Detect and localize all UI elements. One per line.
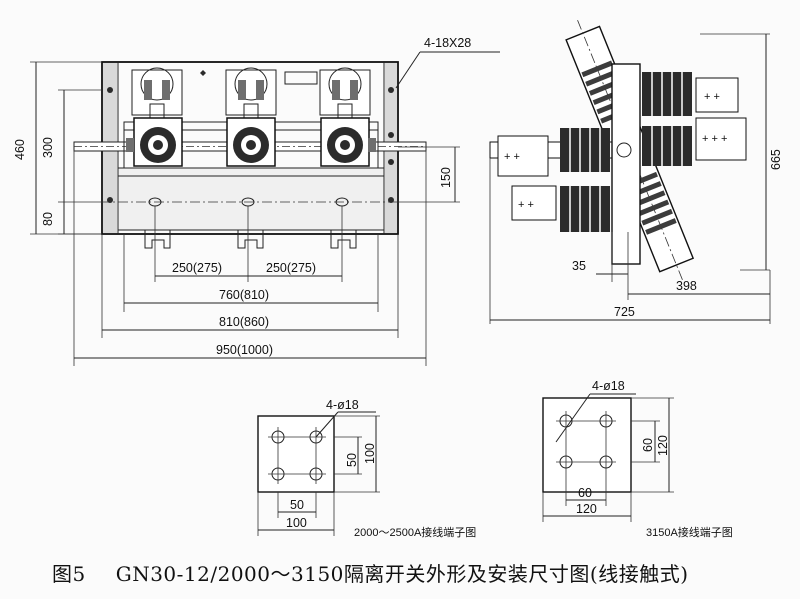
technical-drawing: 4-18X28 460 300 80 150 250(275) 250(275)… xyxy=(13,20,783,539)
small-terminal-holes: 4-ø18 xyxy=(326,398,359,412)
figure-title: GN30-12/2000～3150隔离开关外形及安装尺寸图(线接触式) xyxy=(115,562,689,586)
svg-text:+ + +: + + + xyxy=(702,133,727,145)
svg-text:+ +: + + xyxy=(504,151,520,163)
dim-height-300: 300 xyxy=(41,137,55,158)
dim-side-398: 398 xyxy=(676,279,697,293)
large-terminal-v120: 120 xyxy=(656,435,670,456)
dim-height-80: 80 xyxy=(41,212,55,226)
large-terminal-h60: 60 xyxy=(578,486,592,500)
front-view: 4-18X28 460 300 80 150 250(275) 250(275)… xyxy=(13,36,500,366)
pole-3 xyxy=(319,67,376,167)
large-terminal-h120: 120 xyxy=(576,502,597,516)
pole-2 xyxy=(225,67,277,167)
terminal-3150: 4-ø18 60 120 60 120 3150A接线端子图 xyxy=(542,379,733,539)
pole-1 xyxy=(126,67,183,167)
small-terminal-v100: 100 xyxy=(363,443,377,464)
dim-height-150: 150 xyxy=(439,167,453,188)
terminal-2000-2500: 4-ø18 50 100 50 100 2000～2500A接线端子图 xyxy=(257,398,476,539)
dim-side-665: 665 xyxy=(769,149,783,170)
side-view: + + + + + + + xyxy=(489,20,783,324)
svg-text:+ +: + + xyxy=(704,91,720,103)
dim-side-35: 35 xyxy=(572,259,586,273)
dim-width-760: 760(810) xyxy=(219,288,269,302)
small-terminal-caption: 2000～2500A接线端子图 xyxy=(354,525,476,539)
dim-pitch-2: 250(275) xyxy=(266,261,316,275)
small-terminal-v50: 50 xyxy=(345,453,359,467)
dim-pitch-1: 250(275) xyxy=(172,261,222,275)
slot-spec-label: 4-18X28 xyxy=(424,36,471,50)
figure-number: 图5 xyxy=(52,562,86,586)
large-terminal-holes: 4-ø18 xyxy=(592,379,625,393)
svg-text:+ +: + + xyxy=(518,199,534,211)
insulator-right: + + + xyxy=(642,117,747,166)
insulator-lower: + + xyxy=(511,185,610,232)
large-terminal-caption: 3150A接线端子图 xyxy=(646,525,733,539)
insulator-left: + + xyxy=(497,128,610,177)
dim-side-725: 725 xyxy=(614,305,635,319)
large-terminal-v60: 60 xyxy=(641,438,655,452)
dim-width-810: 810(860) xyxy=(219,315,269,329)
small-terminal-h100: 100 xyxy=(286,516,307,530)
insulator-upper: + + xyxy=(642,72,739,116)
dim-width-950: 950(1000) xyxy=(216,343,273,357)
dim-height-460: 460 xyxy=(13,139,27,160)
small-terminal-h50: 50 xyxy=(290,498,304,512)
figure-caption: 图5 GN30-12/2000～3150隔离开关外形及安装尺寸图(线接触式) xyxy=(52,558,792,587)
